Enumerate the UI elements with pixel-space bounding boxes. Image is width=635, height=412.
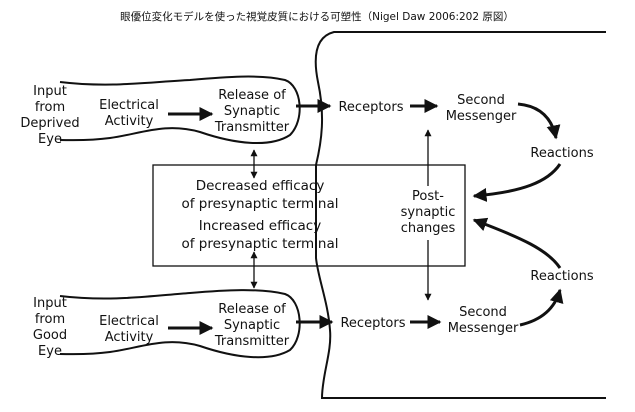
svg-text:Release of: Release of — [218, 302, 286, 317]
bottom-electrical-activity-label: Electrical Activity — [99, 314, 159, 345]
top-reactions-to-changes-arrow — [472, 163, 562, 202]
svg-text:Transmitter: Transmitter — [214, 334, 290, 349]
svg-text:from: from — [35, 100, 65, 115]
svg-text:Electrical: Electrical — [99, 314, 159, 329]
top-electrical-activity-label: Electrical Activity — [99, 98, 159, 129]
svg-text:Transmitter: Transmitter — [214, 120, 290, 135]
input-good-eye-label: Input from Good Eye — [33, 296, 67, 359]
svg-text:changes: changes — [401, 221, 456, 236]
svg-text:Second: Second — [459, 305, 507, 320]
svg-text:Increased efficacy: Increased efficacy — [199, 218, 321, 234]
postsynaptic-cell-outline — [314, 31, 606, 399]
decreased-efficacy-label: Decreased efficacy of presynaptic termin… — [181, 178, 338, 212]
svg-text:Electrical: Electrical — [99, 98, 159, 113]
bottom-receptors-label: Receptors — [340, 316, 405, 331]
svg-text:Eye: Eye — [38, 132, 62, 147]
bottom-second-messenger-label: Second Messenger — [448, 305, 519, 336]
top-receptors-label: Receptors — [338, 100, 403, 115]
postsynaptic-changes-label: Post- synaptic changes — [401, 189, 456, 236]
svg-text:Deprived: Deprived — [20, 116, 79, 131]
svg-text:Good: Good — [33, 328, 67, 343]
svg-text:Eye: Eye — [38, 344, 62, 359]
efficacy-box — [152, 164, 466, 267]
bottom-terminal-outline — [59, 289, 301, 359]
top-release-label: Release of Synaptic Transmitter — [214, 88, 290, 135]
bottom-reactions-to-changes-arrow — [472, 217, 562, 269]
svg-text:from: from — [35, 312, 65, 327]
svg-text:Messenger: Messenger — [446, 109, 517, 124]
top-second-messenger-label: Second Messenger — [446, 93, 517, 124]
svg-text:Input: Input — [33, 296, 67, 311]
svg-text:Input: Input — [33, 84, 67, 99]
svg-text:Activity: Activity — [105, 114, 154, 129]
svg-text:of presynaptic terminal: of presynaptic terminal — [181, 196, 338, 212]
svg-text:Second: Second — [457, 93, 505, 108]
diagram-title: 眼優位変化モデルを使った視覚皮質における可塑性（Nigel Daw 2006:2… — [120, 10, 514, 23]
top-messenger-to-reactions-arrow — [517, 102, 561, 140]
svg-text:Post-: Post- — [412, 189, 444, 204]
bottom-messenger-to-reactions-arrow — [519, 288, 564, 327]
svg-text:Decreased efficacy: Decreased efficacy — [196, 178, 325, 194]
svg-text:Activity: Activity — [105, 330, 154, 345]
bottom-release-label: Release of Synaptic Transmitter — [214, 302, 290, 349]
svg-text:Messenger: Messenger — [448, 321, 519, 336]
increased-efficacy-label: Increased efficacy of presynaptic termin… — [181, 218, 338, 252]
svg-text:synaptic: synaptic — [401, 205, 456, 220]
top-terminal-outline — [59, 75, 301, 145]
input-deprived-eye-label: Input from Deprived Eye — [20, 84, 79, 147]
svg-text:Release of: Release of — [218, 88, 286, 103]
top-reactions-label: Reactions — [530, 146, 593, 161]
svg-text:of presynaptic terminal: of presynaptic terminal — [181, 236, 338, 252]
svg-text:Synaptic: Synaptic — [224, 318, 280, 333]
svg-text:Synaptic: Synaptic — [224, 104, 280, 119]
bottom-reactions-label: Reactions — [530, 269, 593, 284]
